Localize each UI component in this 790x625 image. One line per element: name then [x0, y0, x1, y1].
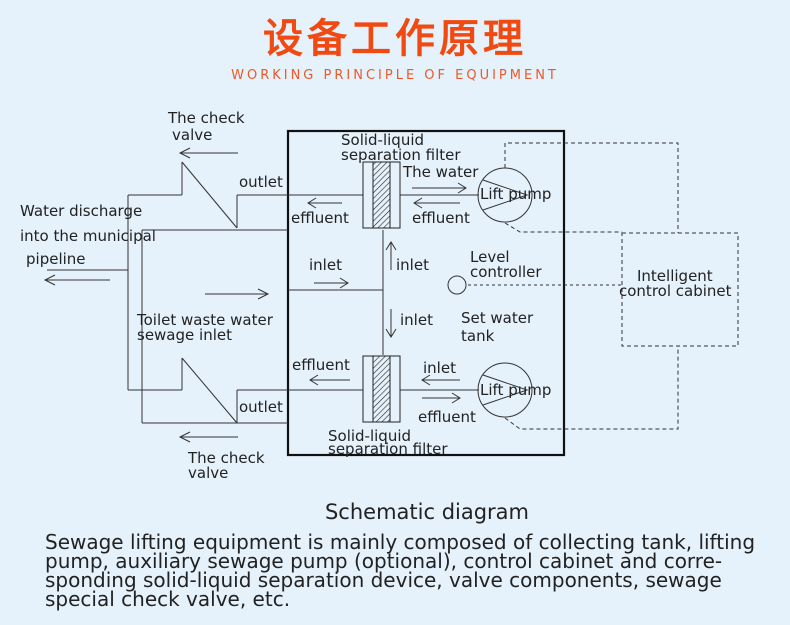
bottom-filter [362, 355, 401, 423]
top-lift-pump [477, 167, 533, 223]
filter-top-label-2: separation filter [341, 146, 461, 164]
outlet-top-label: outlet [239, 173, 283, 191]
discharge-label: Water discharge [20, 202, 142, 220]
inlet-mid-bottom-label: inlet [400, 311, 433, 329]
top-filter [362, 161, 401, 229]
effluent-top-left-label: effluent [291, 209, 349, 227]
the-water-label: The water [402, 163, 479, 181]
cabinet-label-2: control cabinet [619, 282, 732, 300]
discharge-label-3: pipeline [26, 250, 86, 268]
check-valve-top-label: The check [167, 109, 245, 127]
effluent-top-right-label: effluent [412, 209, 470, 227]
page-title-chinese: 设备工作原理 [263, 16, 527, 62]
control-cabinet-box [621, 232, 739, 347]
toilet-label-2: sewage inlet [137, 326, 232, 344]
tank-label-2: tank [461, 327, 495, 345]
filter-top-label: Solid-liquid [341, 131, 424, 149]
toilet-label: Toilet waste water [136, 311, 274, 329]
inlet-left-label: inlet [309, 256, 342, 274]
lift-pump-bottom-label: Lift pump [480, 381, 551, 399]
filter-bottom-label-2: separation filter [328, 440, 448, 458]
level-controller-icon [447, 275, 467, 295]
check-valve-top-label-2: valve [172, 126, 212, 144]
lift-pump-top-label: Lift pump [480, 185, 551, 203]
outlet-bottom-label: outlet [239, 398, 283, 416]
level-label: Level [470, 248, 510, 266]
inlet-mid-top-label: inlet [396, 256, 429, 274]
tank-label: Set water [461, 309, 534, 327]
inlet-bottom-right-label: inlet [423, 359, 456, 377]
check-valve-bottom-label-2: valve [188, 464, 228, 482]
discharge-label-2: into the municipal [20, 227, 156, 245]
effluent-bottom-right-label: effluent [418, 408, 476, 426]
check-valve-bottom-label: The check [187, 449, 265, 467]
bottom-lift-pump [477, 362, 533, 418]
cabinet-label: Intelligent [637, 267, 713, 285]
description-text: Sewage lifting equipment is mainly compo… [45, 530, 756, 611]
level-label-2: controller [470, 263, 542, 281]
water-tank-box [286, 129, 566, 457]
page-title-english: WORKING PRINCIPLE OF EQUIPMENT [231, 68, 559, 83]
filter-bottom-label: Solid-liquid [328, 427, 411, 445]
effluent-bottom-left-label: effluent [292, 356, 350, 374]
diagram-caption: Schematic diagram [324, 500, 530, 524]
